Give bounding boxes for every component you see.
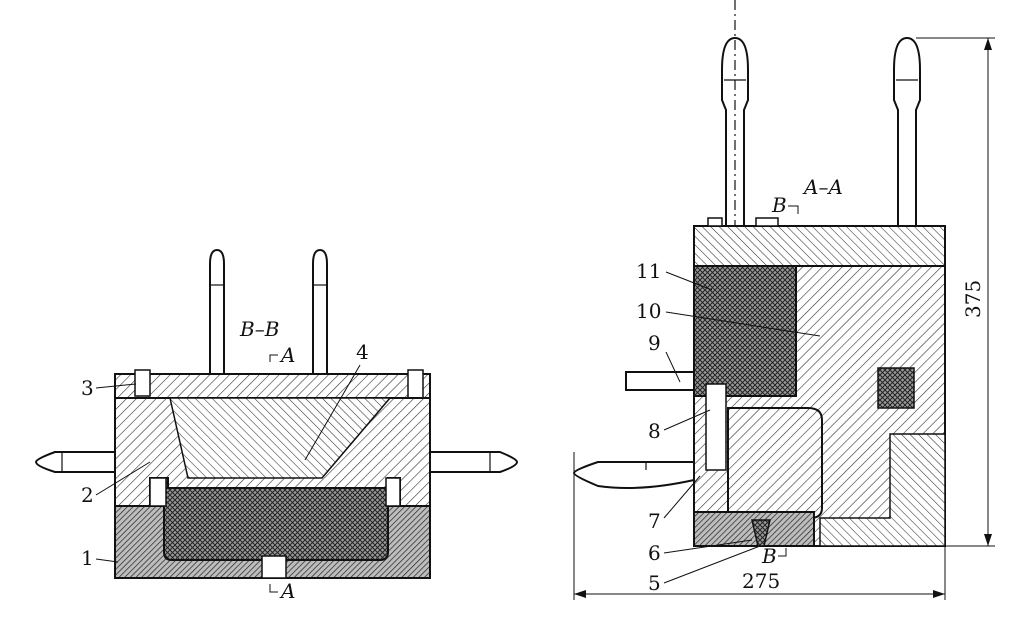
dimension-height-value: 375: [961, 280, 985, 318]
left-top-plate: [114, 373, 431, 399]
right-bolt-8: [705, 383, 727, 471]
left-side-nozzle-left: [34, 451, 115, 473]
callout-9: 9: [648, 331, 661, 355]
callout-5: 5: [648, 571, 661, 595]
right-guide-pin-1: [721, 0, 749, 226]
right-boss: [877, 367, 915, 409]
right-dense-column: [693, 265, 797, 397]
right-cut-mark-top: B: [771, 193, 787, 217]
callout-3: 3: [81, 376, 94, 400]
right-side-ejector: [572, 461, 695, 489]
callout-6: 6: [648, 541, 661, 565]
right-insert-cup: [727, 407, 823, 519]
right-side-nozzle-upper: [625, 371, 694, 391]
dimension-width-value: 275: [742, 569, 780, 593]
callout-1: 1: [81, 546, 94, 570]
left-cut-mark-bottom: A: [279, 579, 295, 603]
right-guide-pin-2: [893, 36, 921, 226]
callout-4: 4: [356, 340, 369, 364]
left-bolt-left: [134, 369, 151, 397]
left-cavity: [149, 477, 401, 561]
dimension-height: 375: [916, 37, 995, 547]
callout-11: 11: [636, 259, 661, 283]
left-cut-mark-top: A: [279, 343, 295, 367]
left-core-insert: [169, 397, 392, 479]
left-bottom-gate: [261, 555, 287, 579]
callout-7: 7: [648, 509, 661, 533]
right-top-plate: [693, 225, 946, 267]
dimension-width: 275: [573, 452, 946, 600]
callout-8: 8: [648, 419, 661, 443]
right-section-title: A–A: [802, 175, 843, 199]
right-cut-mark-bottom: B: [761, 544, 777, 568]
right-lower-step: [819, 433, 946, 547]
callout-10: 10: [636, 299, 661, 323]
left-guide-pin-1: [209, 248, 225, 374]
right-gate: [751, 519, 771, 547]
left-side-nozzle-right: [430, 451, 519, 473]
left-section-view: B–B A A 1 2 3 4: [34, 248, 519, 603]
left-section-title: B–B: [239, 317, 279, 341]
left-guide-pin-2: [312, 248, 328, 374]
callout-2: 2: [81, 483, 94, 507]
right-section-view: A–A B B 375 275 5 6 7 8: [572, 0, 995, 600]
